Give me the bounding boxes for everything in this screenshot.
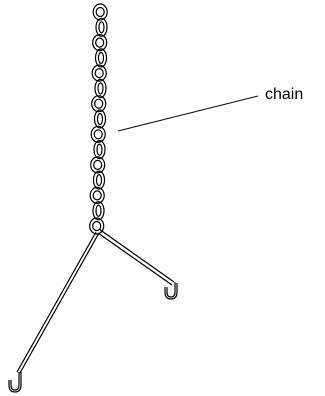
chain-link-inner <box>95 6 105 18</box>
chain-link <box>95 17 108 37</box>
chain <box>89 3 108 235</box>
chain-link-inner <box>95 174 103 187</box>
long-wire-arm-inner <box>19 232 100 374</box>
chain-link <box>92 201 105 221</box>
long-wire-arm <box>16 231 97 373</box>
chain-link-inner <box>92 220 102 232</box>
short-wire-arm <box>98 228 175 283</box>
right-hook <box>164 282 178 300</box>
left-hook <box>8 372 22 393</box>
chain-link <box>92 3 108 21</box>
chain-link-inner <box>95 37 105 48</box>
chain-link-inner <box>95 204 102 217</box>
hanger-wires <box>16 228 175 374</box>
chain-link-inner <box>93 129 103 140</box>
chain-link <box>93 109 107 129</box>
chain-link-inner <box>92 190 102 201</box>
chain-link <box>90 156 106 174</box>
chain-link <box>93 140 106 160</box>
chain-link <box>94 48 108 68</box>
chain-link <box>90 125 106 143</box>
chain-link <box>92 170 106 190</box>
chain-link <box>89 186 105 204</box>
chain-link <box>91 64 107 82</box>
chain-link-inner <box>96 143 103 156</box>
chain-link-inner <box>96 112 104 126</box>
short-wire-arm-inner <box>97 232 173 286</box>
chain-link <box>89 217 105 235</box>
chain-label: chain <box>265 86 304 103</box>
chain-link-inner <box>98 21 105 34</box>
chain-link-inner <box>97 82 104 95</box>
chain-link <box>91 95 107 113</box>
chain-link-inner <box>94 98 104 109</box>
chain-link-inner <box>93 159 103 170</box>
chain-link <box>94 78 107 99</box>
chain-link-inner <box>94 67 104 79</box>
leader-line <box>117 95 259 132</box>
chain-link-inner <box>97 51 105 65</box>
chain-link <box>92 33 108 52</box>
